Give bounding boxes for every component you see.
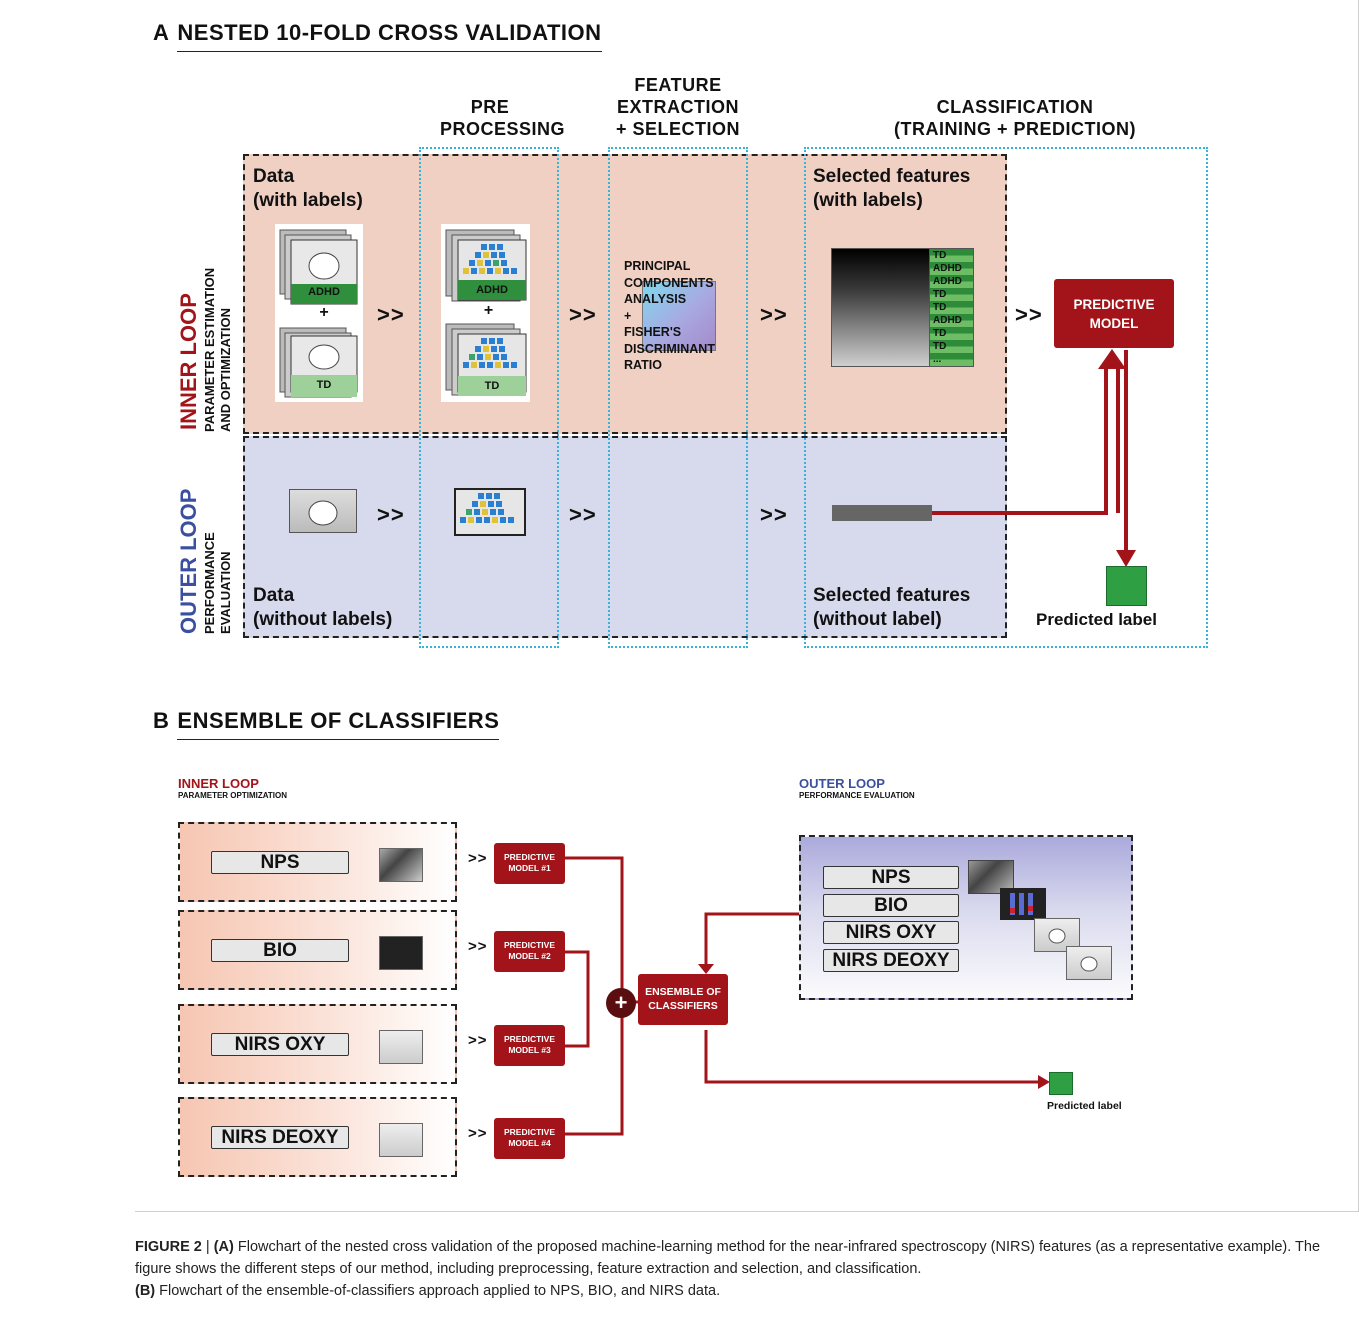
arrow-4: >> (1015, 302, 1043, 327)
labeled-data-stack-icon (279, 229, 358, 398)
predictive-model-box: PREDICTIVE MODEL (1054, 279, 1174, 348)
section-a-letter: A (153, 20, 170, 45)
outer-loop-label: OUTER LOOP (176, 488, 201, 634)
preprocessing-column (419, 147, 559, 648)
outer-loop-panel (243, 436, 1007, 638)
arrow-7: >> (760, 502, 788, 527)
arrow-5: >> (377, 502, 405, 527)
b-row-label: NIRS OXY (211, 1033, 349, 1056)
data-without-labels: Data (without labels) (253, 585, 393, 630)
classification-column (804, 147, 1208, 648)
b-predictive-model: PREDICTIVE MODEL #1 (494, 843, 565, 884)
feature-label-column: TD ADHD ADHD TD TD ADHD TD TD... (929, 248, 974, 367)
nirs-icon (379, 1030, 423, 1064)
unlabeled-feature-bar (832, 505, 932, 521)
b-arrow: >> (468, 1125, 488, 1142)
selected-features-without-label: Selected features (without label) (813, 585, 971, 630)
plus-sign-pre: + (483, 302, 494, 319)
b-predicted-square (1049, 1072, 1073, 1095)
preprocessed-data-card: ADHD + TD (441, 224, 530, 402)
outer-bio-icon (1000, 888, 1046, 920)
b-inner-loop: INNER LOOP (178, 776, 259, 791)
arrow-6: >> (569, 502, 597, 527)
section-a-title-text: NESTED 10-FOLD CROSS VALIDATION (177, 20, 602, 52)
section-a-title: A NESTED 10-FOLD CROSS VALIDATION (153, 20, 602, 52)
selected-features-with-labels: Selected features (with labels) (813, 166, 971, 211)
col-feature-extraction: FEATURE EXTRACTION + SELECTION (615, 75, 741, 139)
inner-loop-label: INNER LOOP (176, 293, 201, 430)
outer-deoxy-icon (1066, 946, 1112, 980)
feature-label: ADHD (933, 263, 962, 274)
adhd-label-pre: ADHD (476, 284, 508, 296)
b-outer-item: NIRS DEOXY (823, 949, 959, 972)
preprocessed-heatmap-icon (445, 229, 527, 396)
section-b-letter: B (153, 708, 170, 733)
arrow-2: >> (569, 302, 597, 327)
b-arrow: >> (468, 938, 488, 955)
feature-label: ... (933, 354, 942, 365)
feature-label: TD (933, 328, 947, 339)
section-b-title: B ENSEMBLE OF CLASSIFIERS (153, 708, 500, 740)
b-arrow: >> (468, 1032, 488, 1049)
data-with-labels: Data (with labels) (253, 166, 363, 211)
caption-figure: FIGURE 2 (135, 1239, 202, 1255)
model-connectors (932, 349, 1136, 567)
section-b-title-text: ENSEMBLE OF CLASSIFIERS (177, 708, 500, 740)
caption-sep: | (201, 1239, 214, 1255)
feature-label: ADHD (933, 315, 962, 326)
b-row-label: NPS (211, 851, 349, 874)
feature-label: TD (933, 302, 947, 313)
b-outer-loop: OUTER LOOP (799, 776, 885, 791)
nps-icon (379, 848, 423, 882)
adhd-label: ADHD (308, 286, 340, 298)
predicted-label-a: Predicted label (1036, 610, 1157, 629)
figure-caption: FIGURE 2 | (A) Flowchart of the nested c… (135, 1236, 1355, 1302)
feature-label: TD (933, 250, 947, 261)
inner-loop-sub2: AND OPTIMIZATION (218, 308, 233, 432)
caption-b-text: Flowchart of the ensemble-of-classifiers… (155, 1283, 721, 1299)
b-inner-loop-sub: PARAMETER OPTIMIZATION (178, 791, 288, 800)
plus-sign: + (319, 304, 329, 321)
inner-loop-sub1: PARAMETER ESTIMATION (202, 267, 217, 432)
b-row-label: BIO (211, 939, 349, 962)
pca-text: PRINCIPAL COMPONENTS ANALYSIS + FISHER'S… (624, 259, 715, 372)
b-outer-item: NPS (823, 866, 959, 889)
b-outer-loop-sub: PERFORMANCE EVALUATION (799, 791, 915, 800)
b-arrow: >> (468, 850, 488, 867)
ensemble-plus-icon: + (606, 988, 636, 1018)
caption-b-tag: (B) (135, 1283, 156, 1299)
unlabeled-heatmap-icon (454, 488, 526, 536)
bio-icon (379, 936, 423, 970)
td-label: TD (316, 379, 332, 391)
ensemble-lower-connector (564, 1016, 624, 1136)
arrow-1: >> (377, 302, 405, 327)
caption-a-text: Flowchart of the nested cross validation… (135, 1239, 1321, 1277)
col-classification: CLASSIFICATION (TRAINING + PREDICTION) (893, 97, 1136, 139)
b-predicted-label: Predicted label (1047, 1100, 1122, 1112)
caption-a-tag: (A) (213, 1239, 234, 1255)
nirs-icon (379, 1123, 423, 1157)
predicted-label-square (1106, 566, 1147, 606)
labeled-data-card: ADHD + TD (275, 224, 363, 402)
outer-loop-sub1: PERFORMANCE (202, 532, 217, 634)
arrow-3: >> (760, 302, 788, 327)
b-predictive-model: PREDICTIVE MODEL #4 (494, 1118, 565, 1159)
ensemble-box: ENSEMBLE OF CLASSIFIERS (638, 974, 728, 1025)
b-predictive-model: PREDICTIVE MODEL #2 (494, 931, 565, 972)
feature-column (608, 147, 748, 648)
col-preprocessing: PRE PROCESSING (440, 97, 566, 139)
td-label-pre: TD (484, 380, 500, 392)
feature-label: TD (933, 289, 947, 300)
feature-matrix (831, 248, 931, 367)
outer-loop-sub2: EVALUATION (218, 551, 233, 634)
b-predictive-model: PREDICTIVE MODEL #3 (494, 1025, 565, 1066)
pca-gradient-square (642, 281, 716, 351)
b-row-label: NIRS DEOXY (211, 1126, 349, 1149)
b-outer-item: BIO (823, 894, 959, 917)
feature-label: ADHD (933, 276, 962, 287)
feature-label: TD (933, 341, 947, 352)
unlabeled-data-icon (289, 489, 357, 533)
b-outer-item: NIRS OXY (823, 921, 959, 944)
